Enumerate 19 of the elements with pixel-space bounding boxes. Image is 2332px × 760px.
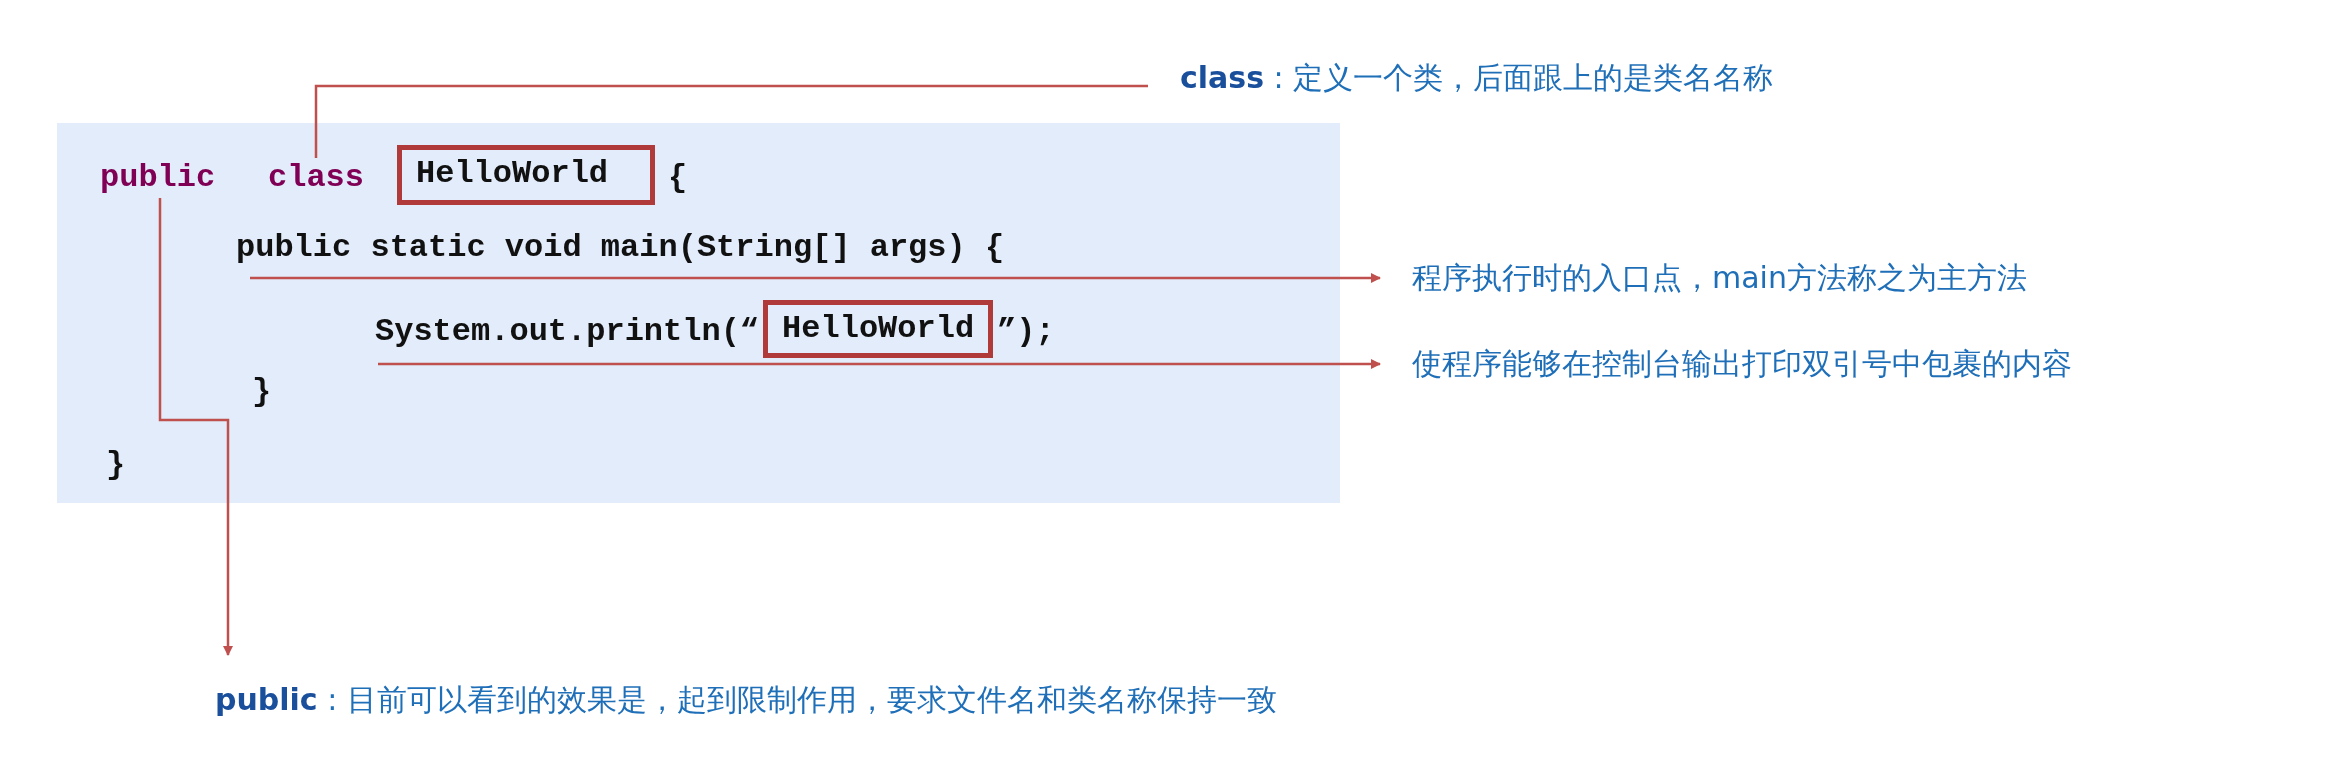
code-keyword: public bbox=[100, 158, 216, 198]
code-text: System.out.println(“ bbox=[375, 312, 760, 352]
leader-line bbox=[314, 84, 1148, 158]
annotation-text: class : 定义一个类，后面跟上的是类名名称 bbox=[1148, 58, 1774, 98]
code-panel bbox=[57, 123, 1340, 503]
code-text: } bbox=[252, 372, 272, 412]
code-text: { bbox=[668, 158, 688, 198]
code-line: public static void main(String[] args) { bbox=[236, 228, 1005, 278]
code-text: } bbox=[106, 445, 126, 485]
annotation-text: 程序执行时的入口点，main方法称之为主方法 bbox=[1380, 258, 2027, 298]
arrow bbox=[378, 359, 1381, 369]
annotation-text: public : 目前可以看到的效果是，起到限制作用，要求文件名和类名称保持一致 bbox=[215, 655, 1277, 720]
code-text: ”); bbox=[997, 312, 1055, 352]
highlight-box: HelloWorld bbox=[397, 145, 655, 205]
highlight-box: HelloWorld bbox=[763, 300, 994, 358]
arrow bbox=[158, 198, 233, 656]
arrow bbox=[250, 273, 1381, 283]
code-keyword: class bbox=[268, 158, 364, 198]
annotation-text: 使程序能够在控制台输出打印双引号中包裹的内容 bbox=[1380, 344, 2072, 384]
